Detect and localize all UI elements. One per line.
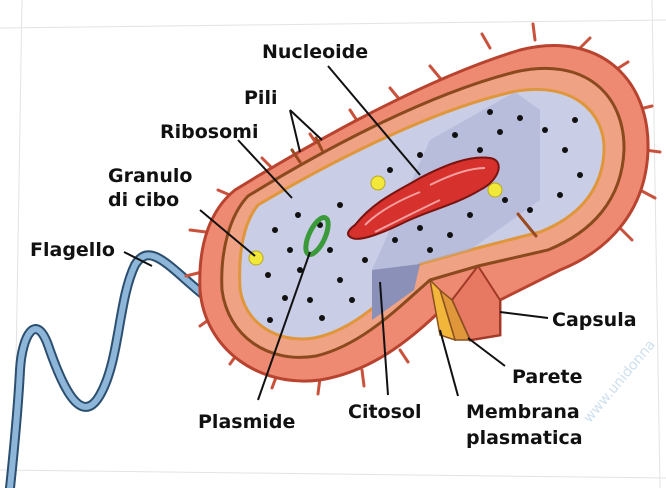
label-ribosomi: Ribosomi <box>160 121 258 143</box>
leader-parete <box>468 338 505 366</box>
watermark: www.unidonna <box>580 337 658 426</box>
label-pili: Pili <box>244 87 277 109</box>
leader-capsula <box>500 312 548 318</box>
label-granulo-line1: Granulo <box>108 165 192 187</box>
label-plasmide: Plasmide <box>198 411 295 433</box>
label-membrana-line2: plasmatica <box>466 427 583 449</box>
label-membrana-line1: Membrana <box>466 401 580 423</box>
label-parete: Parete <box>512 366 582 388</box>
label-flagello: Flagello <box>30 239 115 261</box>
label-capsula: Capsula <box>552 309 637 331</box>
label-citosol: Citosol <box>348 401 421 423</box>
label-granulo-line2: di cibo <box>108 189 179 211</box>
label-nucleoide: Nucleoide <box>262 41 368 63</box>
